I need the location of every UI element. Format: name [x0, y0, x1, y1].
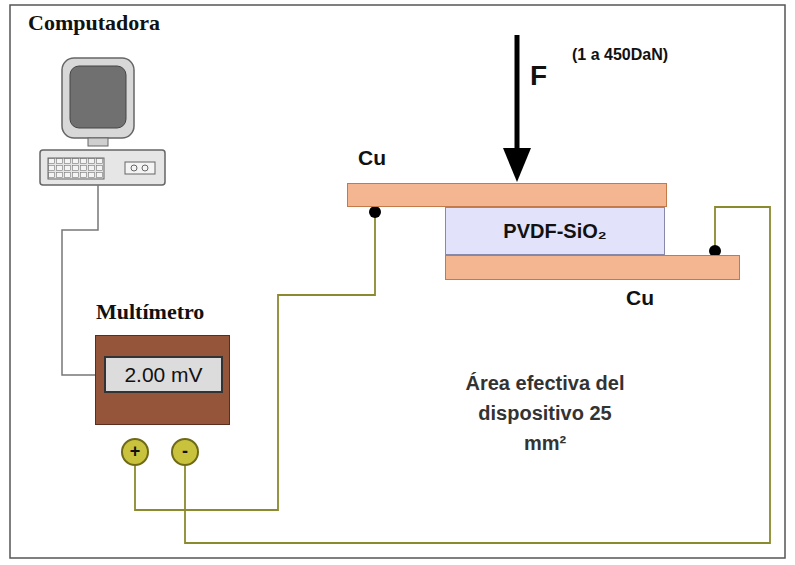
node-text: + [130, 442, 141, 462]
part-label: Cu [626, 286, 654, 309]
area-note: Área efectiva del dispositivo 25 mm² [455, 368, 635, 458]
dielectric-film: PVDF-SiO₂ [445, 207, 665, 255]
node-text: - [182, 442, 188, 462]
computer-icon [40, 58, 165, 185]
node-text: PVDF-SiO₂ [503, 220, 606, 242]
wire [185, 207, 770, 543]
solder-dot [369, 206, 381, 218]
copper-plate: Cu [347, 183, 667, 207]
device-label: Computadora [28, 10, 160, 36]
meter-display: 2.00 mV [104, 356, 223, 393]
force-symbol: F [530, 60, 547, 92]
force-range: (1 a 450DaN) [572, 46, 668, 64]
node-text: 2.00 mV [124, 363, 202, 386]
multimeter: Multímetro2.00 mV [95, 335, 230, 425]
frame [10, 5, 785, 558]
positive-terminal: + [121, 438, 149, 466]
part-label: Multímetro [96, 300, 204, 324]
part-label: Cu [358, 146, 386, 169]
copper-plate: Cu [445, 255, 740, 280]
force-arrow [503, 35, 531, 182]
negative-terminal: - [171, 438, 199, 466]
data-cable [62, 185, 98, 375]
